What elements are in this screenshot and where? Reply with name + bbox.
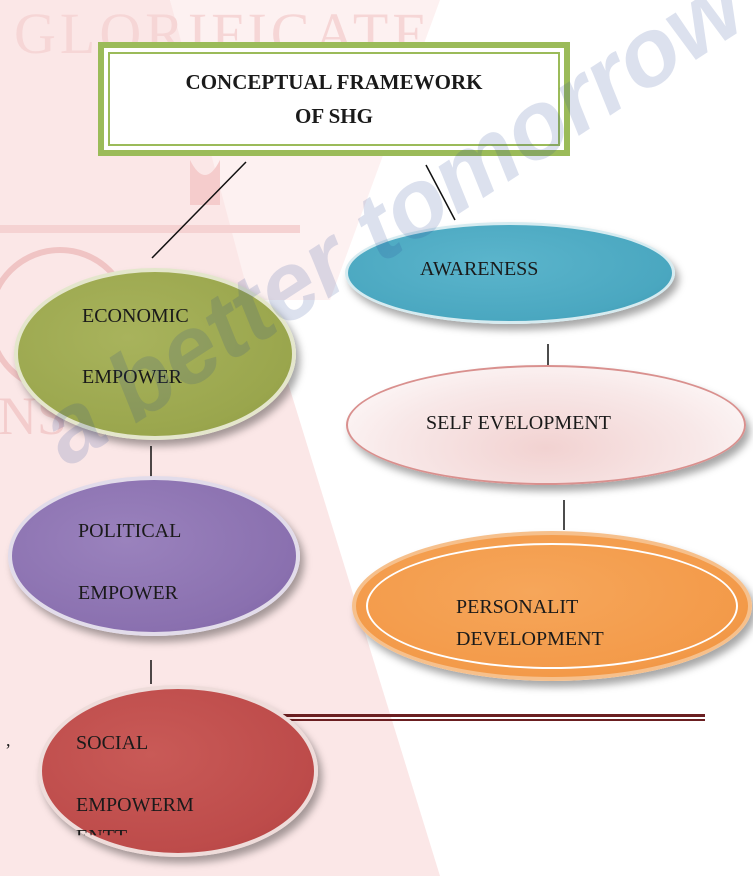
economic-line-2: EMPOWER — [82, 366, 182, 388]
footer-fragment: , — [6, 730, 11, 750]
page-rule-top — [98, 714, 705, 717]
social-empowerment-node — [38, 685, 318, 857]
personality-inner-ring — [366, 543, 738, 669]
economic-line-1: ECONOMIC — [82, 305, 189, 327]
page-rule-bottom — [98, 719, 705, 721]
economic-empower-node — [14, 268, 296, 440]
personality-line-1: PERSONALIT — [456, 596, 579, 618]
political-line-2: EMPOWER — [78, 582, 178, 604]
awareness-label: AWARENESS — [420, 258, 539, 280]
social-line-3: ENTT — [76, 826, 127, 835]
political-empower-node — [8, 476, 300, 636]
political-line-1: POLITICAL — [78, 520, 182, 542]
self-development-node — [346, 365, 746, 485]
personality-line-2: DEVELOPMENT — [456, 628, 604, 650]
awareness-node — [345, 222, 675, 324]
title-line-2: OF SHG — [295, 104, 373, 128]
social-line-2: EMPOWERM — [76, 794, 194, 816]
connector-title-economic — [151, 161, 247, 259]
self-development-label: SELF EVELOPMENT — [426, 412, 611, 434]
title-line-1: CONCEPTUAL FRAMEWORK — [185, 70, 483, 94]
social-line-1: SOCIAL — [76, 732, 149, 754]
title-box: CONCEPTUAL FRAMEWORK OF SHG — [98, 42, 570, 156]
connector-title-awareness — [425, 164, 456, 221]
